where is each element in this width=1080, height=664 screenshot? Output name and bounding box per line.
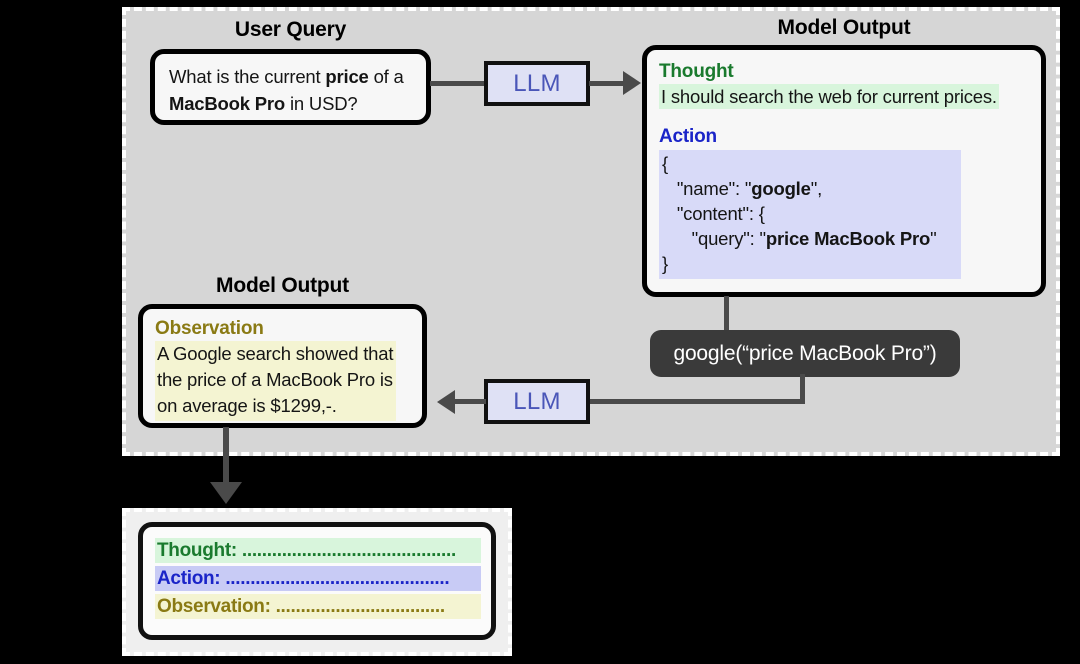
action-json-line2-key: "name": ": [662, 178, 752, 199]
user-query-caption: User Query: [234, 18, 347, 41]
summary-action-label: Action:: [157, 568, 221, 589]
summary-action-dots: ........................................…: [220, 568, 450, 589]
summary-thought-dots: ........................................…: [236, 540, 456, 561]
action-json-line3: "content": {: [662, 203, 765, 224]
summary-row-thought: Thought: ...............................…: [155, 538, 481, 563]
action-json-line4-value: price MacBook Pro: [765, 228, 931, 249]
action-json-line2-value: google: [751, 178, 811, 199]
thought-text: I should search the web for current pric…: [659, 84, 999, 109]
user-query-line1-plain-a: What is the current: [169, 66, 326, 87]
model-output-caption-left: Model Output: [216, 274, 349, 297]
user-query-line1-bold: price: [325, 66, 369, 87]
connector-observation-to-summary: [223, 427, 229, 487]
summary-card: Thought: ...............................…: [138, 522, 496, 640]
user-query-card: What is the current price of a MacBook P…: [150, 49, 431, 125]
summary-row-observation: Observation: ...........................…: [155, 594, 481, 619]
llm-box-top[interactable]: LLM: [484, 61, 590, 106]
spacer: [659, 109, 1030, 125]
user-query-text: What is the current price of a MacBook P…: [169, 63, 412, 117]
observation-line1: A Google search showed that: [157, 343, 394, 364]
action-label: Action: [659, 126, 717, 147]
summary-observation-dots: ..................................: [270, 596, 446, 617]
tool-call-badge: google(“price MacBook Pro”): [650, 330, 960, 377]
thought-label: Thought: [659, 61, 734, 82]
connector-tool-down: [800, 374, 805, 402]
connector-model-output-to-tool: [724, 296, 729, 334]
observation-label: Observation: [155, 318, 264, 339]
arrow-down-icon: [210, 482, 242, 504]
action-json-line1: {: [662, 153, 668, 174]
observation-line2: the price of a MacBook Pro is: [157, 369, 393, 390]
model-output-card: Thought I should search the web for curr…: [642, 45, 1046, 297]
user-query-line1-plain-b: of a: [368, 66, 404, 87]
action-json-line4-key: "query": ": [662, 228, 766, 249]
connector-query-to-llm: [430, 81, 486, 86]
connector-tool-to-llm-bottom: [589, 399, 805, 404]
model-output-caption-right: Model Output: [777, 16, 911, 39]
connector-llm-to-observation: [455, 399, 486, 404]
observation-line3: on average is $1299,-.: [157, 395, 337, 416]
llm-box-bottom[interactable]: LLM: [484, 379, 590, 424]
summary-thought-label: Thought:: [157, 540, 237, 561]
action-json-line2-end: ",: [810, 178, 823, 199]
arrow-right-icon: [623, 71, 641, 95]
user-query-line2-bold: MacBook Pro: [169, 93, 286, 114]
observation-card: Observation A Google search showed that t…: [138, 304, 427, 428]
action-json-line5: }: [662, 253, 668, 274]
action-json-block: { "name": "google", "content": { "query"…: [659, 150, 961, 279]
arrow-left-icon: [437, 390, 455, 414]
user-query-line2-plain: in USD?: [285, 93, 358, 114]
summary-row-action: Action: ................................…: [155, 566, 481, 591]
action-json-line4-end: ": [930, 228, 937, 249]
connector-llm-to-model-output: [589, 81, 627, 86]
observation-text: A Google search showed that the price of …: [155, 341, 397, 421]
summary-observation-label: Observation:: [157, 596, 271, 617]
